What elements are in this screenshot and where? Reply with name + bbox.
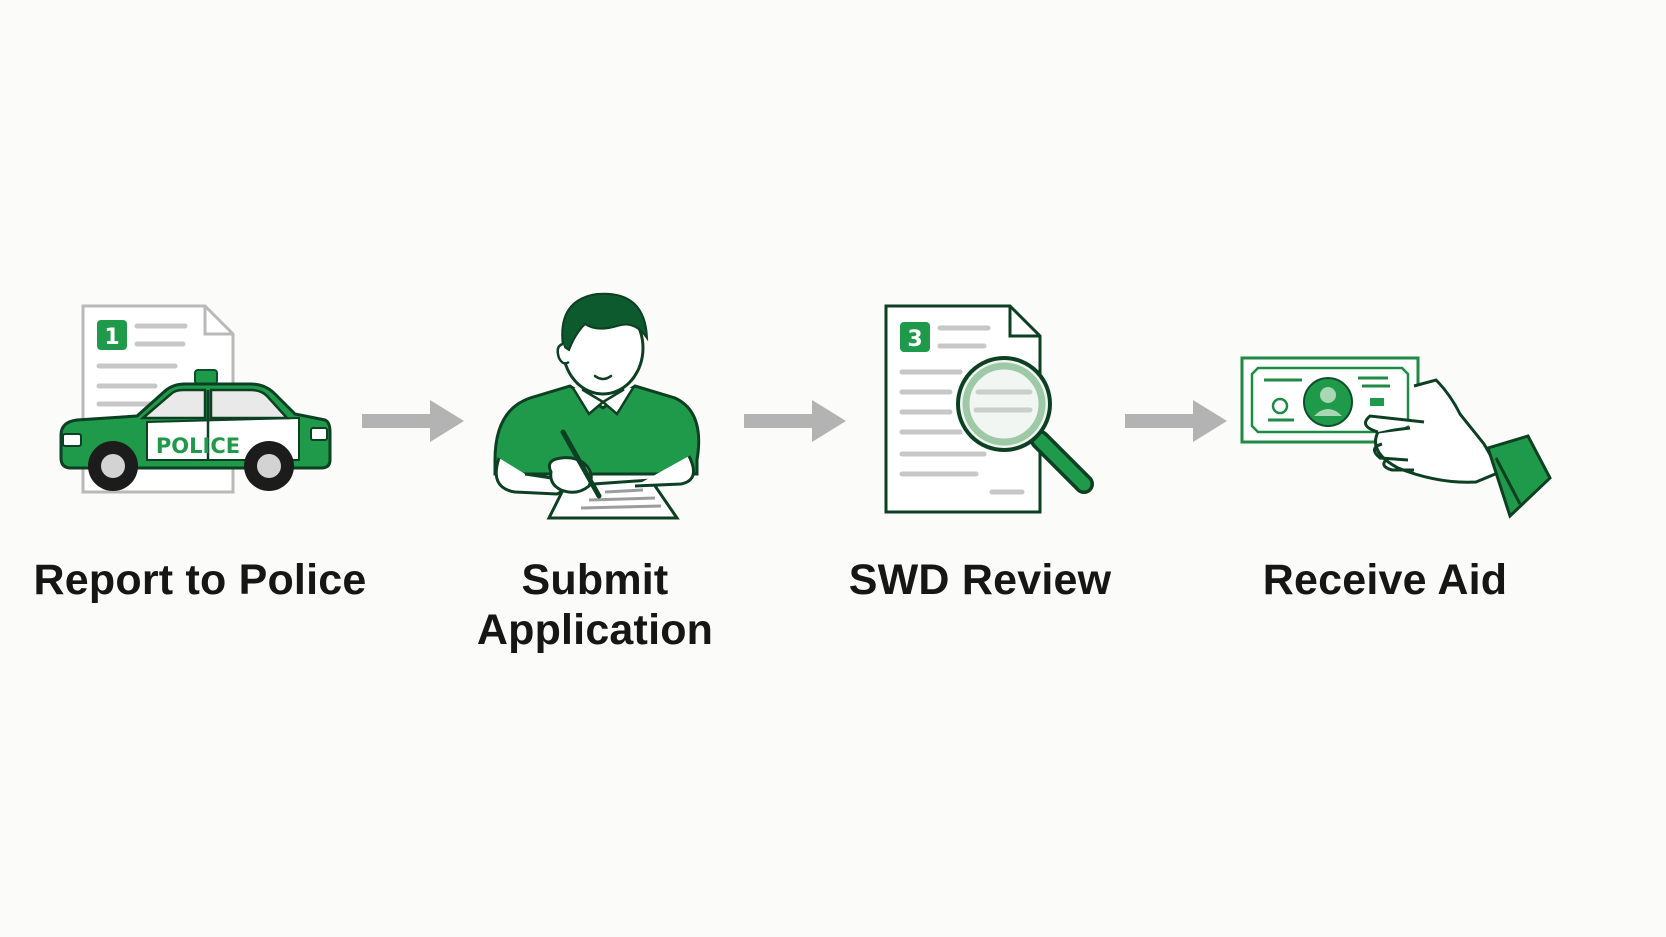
step-label-line: Submit — [521, 556, 669, 604]
step-label: Submit Application — [415, 555, 775, 655]
step-label-line: Receive Aid — [1262, 556, 1508, 604]
step-number-badge: 1 — [104, 325, 119, 350]
right-arrow-icon — [744, 400, 846, 442]
police-sign-text: POLICE — [156, 434, 240, 458]
step-label: Report to Police — [20, 555, 380, 605]
hand-holding-money-icon — [1240, 356, 1552, 519]
right-arrow-icon — [362, 400, 464, 442]
document-magnifier-icon: 3 — [884, 304, 1094, 514]
step-label: Receive Aid — [1205, 555, 1565, 605]
step-label-line: Report to Police — [33, 556, 367, 604]
step-label: SWD Review — [800, 555, 1160, 605]
police-car-with-report-icon: 1 POLICE — [59, 304, 332, 494]
right-arrow-icon — [1125, 400, 1227, 442]
step-number-badge: 3 — [907, 327, 922, 352]
person-writing-application-icon — [493, 292, 701, 520]
step-label-line: Application — [476, 606, 714, 654]
step-label-line: SWD Review — [848, 556, 1112, 604]
